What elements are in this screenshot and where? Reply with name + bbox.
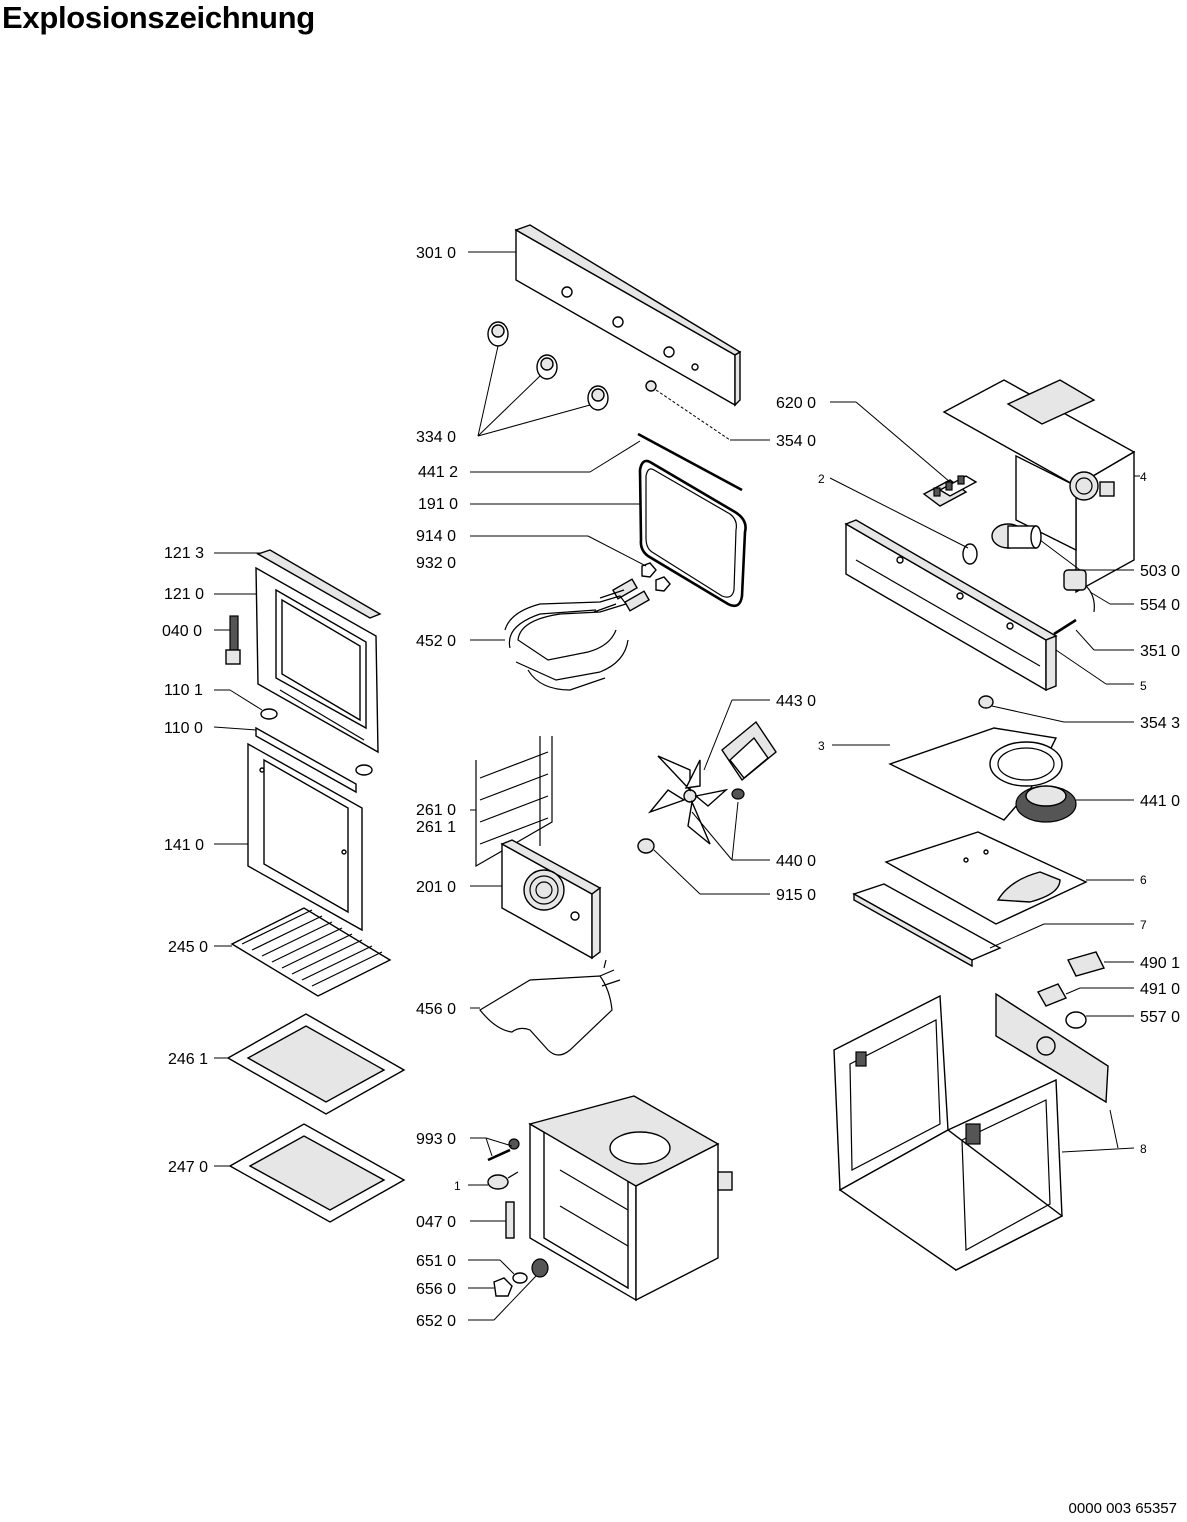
label-914-0: 914 0 — [416, 528, 456, 545]
part-outer-casing — [833, 992, 1109, 1272]
label-261-0: 261 0 — [416, 802, 456, 819]
part-upper-heating-element — [504, 589, 629, 691]
part-feet — [493, 1258, 549, 1297]
part-bulb — [962, 543, 978, 565]
label-620-0: 620 0 — [776, 395, 816, 412]
part-fan-blade — [647, 755, 729, 845]
part-thermostat — [1063, 569, 1095, 613]
label-3: 3 — [818, 739, 825, 753]
label-993-0: 993 0 — [416, 1131, 456, 1148]
label-247-0: 247 0 — [168, 1159, 208, 1176]
label-110-0: 110 0 — [164, 720, 203, 737]
label-443-0: 443 0 — [776, 693, 816, 710]
label-245-0: 245 0 — [168, 939, 208, 956]
part-upper-cover — [888, 727, 1063, 821]
label-246-1: 246 1 — [168, 1051, 208, 1068]
part-gasket-strip — [637, 432, 743, 492]
document-number: 0000 003 65357 — [1068, 1500, 1177, 1517]
label-141-0: 141 0 — [164, 837, 204, 854]
label-915-0: 915 0 — [776, 887, 816, 904]
part-selector-switch — [1065, 1011, 1087, 1029]
label-651-0: 651 0 — [416, 1253, 456, 1270]
label-932-0: 932 0 — [416, 555, 456, 572]
part-lower-cover — [884, 831, 1088, 925]
part-front-frame — [844, 519, 1058, 692]
part-button — [645, 380, 657, 392]
part-switch-block — [1066, 951, 1106, 977]
part-nuts-springs — [612, 562, 671, 612]
label-351-0: 351 0 — [1140, 643, 1180, 660]
label-110-1: 110 1 — [164, 682, 203, 699]
part-sensor-rod — [1053, 618, 1077, 636]
label-301-0: 301 0 — [416, 245, 456, 262]
label-652-0: 652 0 — [416, 1313, 456, 1330]
label-334-0: 334 0 — [416, 429, 456, 446]
label-261-1: 261 1 — [416, 819, 456, 836]
part-small-button — [978, 695, 994, 709]
part-control-panel — [514, 224, 742, 407]
part-bottom-plate — [852, 883, 1002, 968]
label-456-0: 456 0 — [416, 1001, 456, 1018]
part-fan-ring — [1015, 785, 1077, 823]
part-knobs — [487, 321, 609, 411]
label-121-0: 121 0 — [164, 586, 204, 603]
part-top-frame — [942, 379, 1136, 594]
label-490-1: 490 1 — [1140, 955, 1180, 972]
label-5: 5 — [1140, 679, 1147, 693]
label-8: 8 — [1140, 1142, 1147, 1156]
part-terminal-block — [922, 475, 978, 507]
label-554-0: 554 0 — [1140, 597, 1180, 614]
label-040-0: 040 0 — [162, 623, 202, 640]
part-inner-door — [255, 549, 382, 754]
label-1: 1 — [454, 1179, 461, 1193]
part-motor — [991, 523, 1042, 549]
label-557-0: 557 0 — [1140, 1009, 1180, 1026]
part-outer-door-glass — [247, 742, 363, 932]
label-047-0: 047 0 — [416, 1214, 456, 1231]
part-door-handle — [255, 708, 373, 794]
label-121-3: 121 3 — [164, 545, 204, 562]
part-hinge — [505, 1201, 515, 1239]
label-4: 4 — [1140, 470, 1147, 484]
part-terminal-strip — [1036, 983, 1068, 1007]
label-656-0: 656 0 — [416, 1281, 456, 1298]
label-6: 6 — [1140, 873, 1147, 887]
part-lamp-cover — [487, 1171, 519, 1190]
part-lower-heating-element — [479, 959, 621, 1056]
label-2: 2 — [818, 472, 825, 486]
part-door-hinge — [225, 615, 241, 665]
label-503-0: 503 0 — [1140, 563, 1180, 580]
page-title: Explosionszeichnung — [2, 0, 315, 35]
label-354-0: 354 0 — [776, 433, 816, 450]
part-screw-nut — [487, 1138, 520, 1162]
part-grill-rack — [230, 907, 392, 997]
label-452-0: 452 0 — [416, 633, 456, 650]
label-354-3: 354 3 — [1140, 715, 1180, 732]
label-440-0: 440 0 — [776, 853, 816, 870]
label-7: 7 — [1140, 918, 1147, 932]
label-441-2: 441 2 — [418, 464, 458, 481]
label-491-0: 491 0 — [1140, 981, 1180, 998]
label-191-0: 191 0 — [418, 496, 458, 513]
part-oven-cavity — [528, 1095, 733, 1302]
part-deep-tray — [228, 1123, 406, 1223]
label-201-0: 201 0 — [416, 879, 456, 896]
part-fan-motor — [721, 720, 777, 800]
label-441-0: 441 0 — [1140, 793, 1180, 810]
part-baking-tray — [226, 1013, 406, 1115]
part-fan-hub — [637, 838, 655, 854]
part-door-seal — [638, 459, 747, 608]
part-rear-panel — [500, 839, 602, 960]
